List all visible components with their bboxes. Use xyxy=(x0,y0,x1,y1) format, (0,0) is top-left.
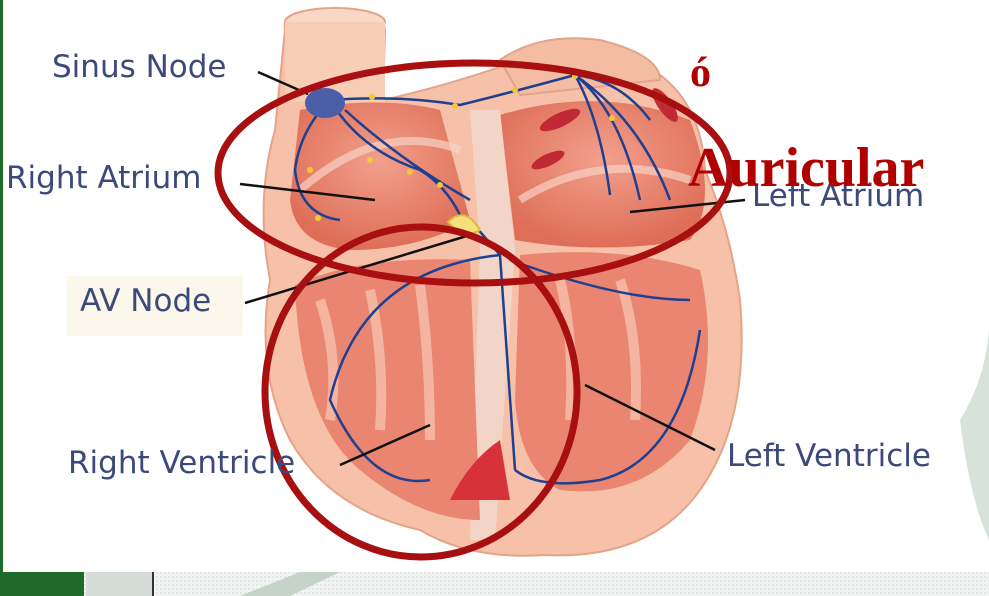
label-left-ventricle: Left Ventricle xyxy=(727,441,931,472)
label-right-ventricle: Right Ventricle xyxy=(68,448,295,479)
overlay-text-line1: ó xyxy=(690,52,711,94)
label-sinus-node: Sinus Node xyxy=(52,52,227,83)
label-right-atrium: Right Atrium xyxy=(6,163,202,194)
label-av-node: AV Node xyxy=(80,286,211,317)
right-swoosh xyxy=(960,330,989,540)
bottom-gray-block xyxy=(86,572,152,596)
bottom-divider xyxy=(152,572,154,596)
overlay-text-line2: Auricular xyxy=(688,140,924,196)
left-accent-bar xyxy=(0,0,3,596)
bottom-green-block xyxy=(0,572,84,596)
sinus-node-marker xyxy=(305,88,345,118)
